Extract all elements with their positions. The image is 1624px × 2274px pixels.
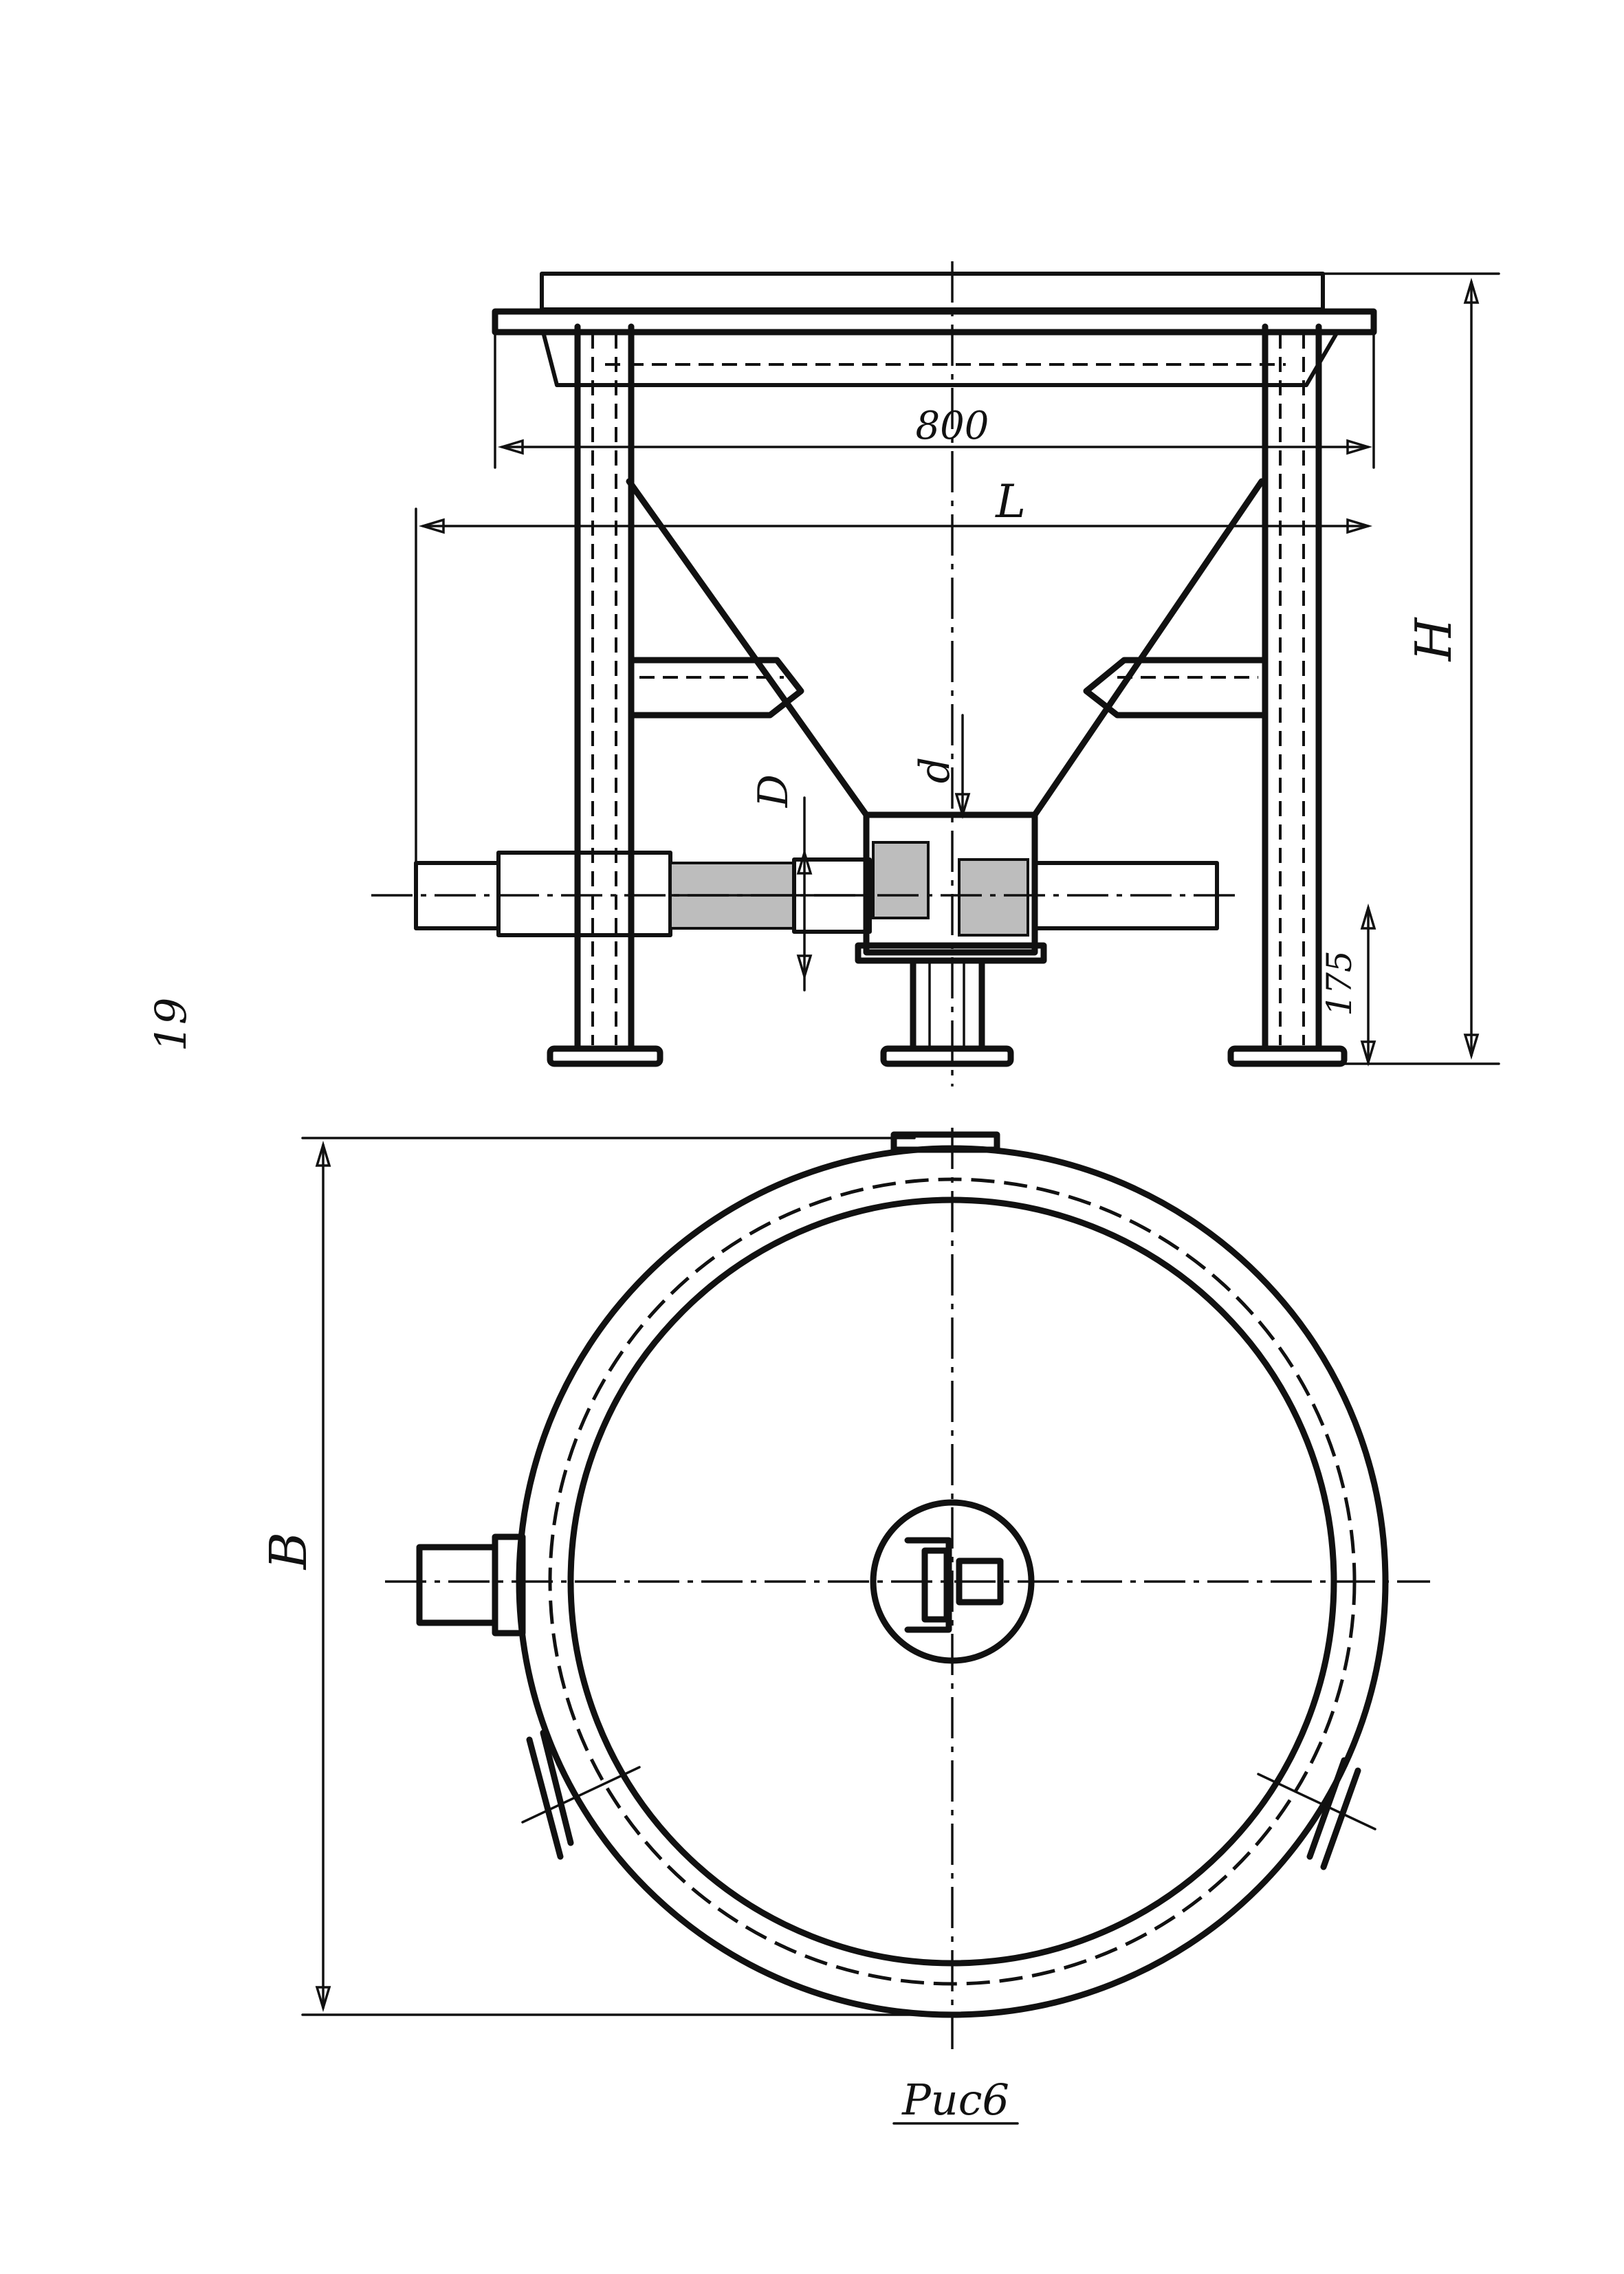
top-lug	[890, 1131, 1000, 1153]
dim-H	[1321, 272, 1500, 1065]
outlet-down-pipe	[880, 957, 1014, 1067]
lug-left	[521, 1729, 641, 1860]
lug-right	[1257, 1757, 1376, 1870]
dim-D-label: D	[749, 774, 798, 808]
central-outlet	[870, 1499, 1035, 1664]
left-leg	[547, 323, 663, 1067]
dim-D	[796, 796, 813, 992]
inner-shell-circle	[567, 1196, 1337, 1967]
dim-B	[301, 1137, 954, 2016]
outlet-base-flange	[855, 942, 1047, 964]
top-flange	[492, 308, 1377, 336]
cone-left-wall	[626, 478, 870, 818]
hidden-ring-circle	[548, 1177, 1357, 1986]
dim-L-label: L	[995, 475, 1026, 528]
dim-175-label: 175	[1319, 950, 1359, 1016]
dim-H-label: H	[1405, 617, 1462, 662]
top-cover	[540, 272, 1325, 311]
bracket-right	[1083, 657, 1269, 719]
dim-175	[1360, 903, 1376, 1067]
front-view: 800 L H 175 d	[371, 261, 1500, 1086]
outlet-hatch-left	[872, 841, 930, 919]
discharge-pipe	[371, 851, 1238, 937]
figure-caption: Рис6	[901, 2075, 1009, 2125]
dim-d-label: d	[911, 757, 959, 783]
dim-800	[494, 315, 1375, 469]
outlet-hatch-right	[958, 858, 1029, 937]
side-nozzle	[416, 1533, 526, 1637]
page-number: 19	[146, 998, 196, 1052]
bracket-left	[628, 657, 804, 719]
dim-L	[415, 507, 1373, 930]
dim-B-label: B	[259, 1532, 318, 1571]
dim-d	[954, 714, 971, 820]
plan-view: B	[259, 1128, 1430, 2049]
dim-800-label: 800	[916, 404, 989, 448]
cone-right-wall	[1031, 478, 1265, 818]
hopper-rim	[541, 330, 1339, 387]
